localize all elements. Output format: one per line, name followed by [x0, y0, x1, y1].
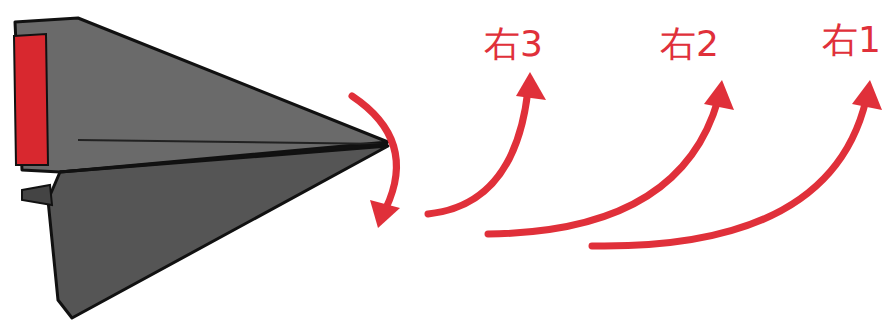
direction-label: 右3 [484, 26, 543, 62]
arrows [352, 90, 866, 246]
arrowheads [370, 72, 882, 228]
direction-label: 右2 [660, 26, 719, 62]
paper-airplane [14, 18, 388, 318]
direction-label: 右1 [822, 22, 881, 58]
